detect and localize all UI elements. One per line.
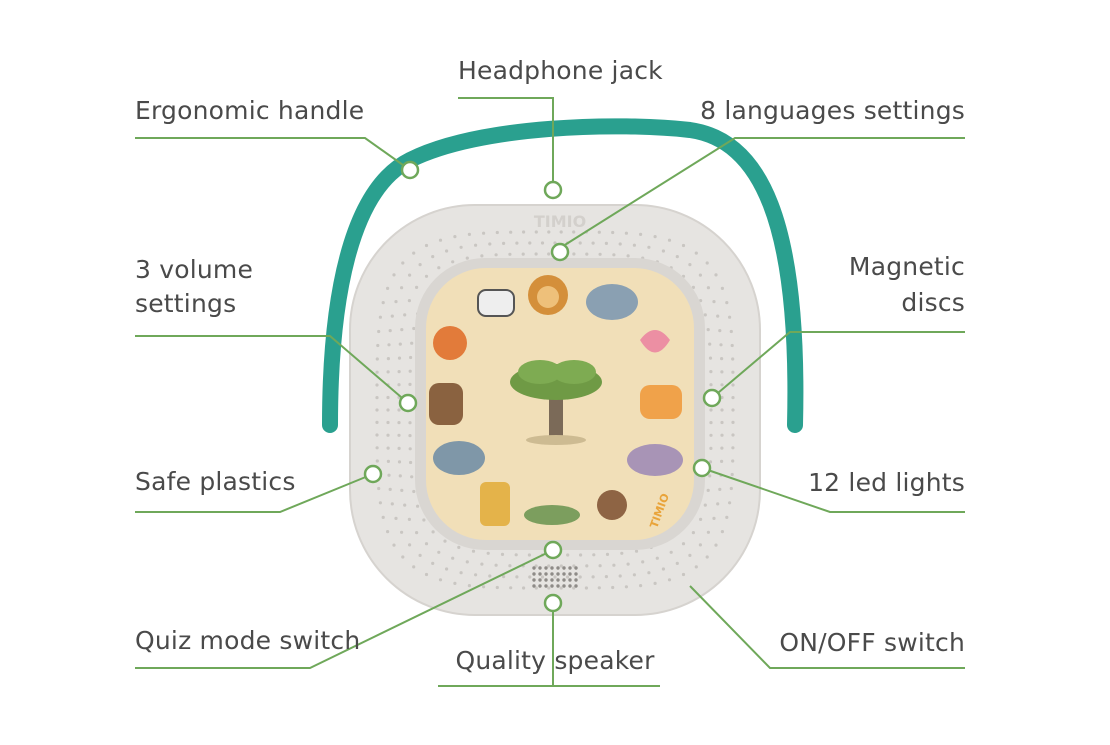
monkey-figure [597,490,627,520]
zebra-figure [477,289,515,317]
tree-illustration [510,360,602,445]
marker-magnetic [702,388,722,408]
marker-languages [550,242,570,262]
marker-volume [398,393,418,413]
elephant-figure [586,284,638,320]
label-on-off: ON/OFF switch [779,628,965,657]
label-languages: 8 languages settings [700,96,965,125]
marker-headphone-jack [543,180,563,200]
tiger-figure [640,385,682,419]
crocodile-figure [524,505,580,525]
marker-safe-plastics [363,464,383,484]
leader-led-lights [701,467,965,513]
label-headphone-jack: Headphone jack [458,56,663,85]
device-brand-emboss: TIMIO [534,212,586,231]
leader-headphone-jack [458,97,554,190]
leader-quiz-mode [135,549,554,669]
leader-volume [135,335,409,404]
callout-markers [363,160,722,613]
marker-led-lights [692,458,712,478]
label-ergonomic-handle: Ergonomic handle [135,96,365,125]
marker-speaker [543,593,563,613]
leader-speaker [438,603,660,687]
rhino-figure [433,441,485,475]
leader-lines [135,97,965,687]
leader-ergonomic-handle [135,137,411,171]
hippo-figure [627,444,683,476]
label-magnetic-line1: Magnetic [848,252,965,281]
label-magnetic-line2: discs [901,288,965,317]
speaker-grille [532,566,578,588]
leader-magnetic [711,331,965,399]
leader-on-off [689,585,965,669]
leader-safe-plastics [135,473,374,513]
label-safe-plastics: Safe plastics [135,467,296,496]
label-speaker: Quality speaker [455,646,655,675]
leader-languages [559,137,965,249]
snake-figure [640,330,670,353]
label-volume-line1: 3 volume [135,255,254,284]
label-led-lights: 12 led lights [808,468,965,497]
marker-ergonomic-handle [400,160,420,180]
marker-quiz-mode [543,540,563,560]
handle-shape [322,118,804,433]
fox-figure [433,326,467,360]
label-volume-line2: settings [135,289,237,318]
giraffe-figure [480,482,510,526]
speaker-grille-dots [375,230,735,590]
bear-figure [429,383,463,425]
animal-illustrations [429,275,683,526]
label-quiz-mode: Quiz mode switch [135,626,361,655]
